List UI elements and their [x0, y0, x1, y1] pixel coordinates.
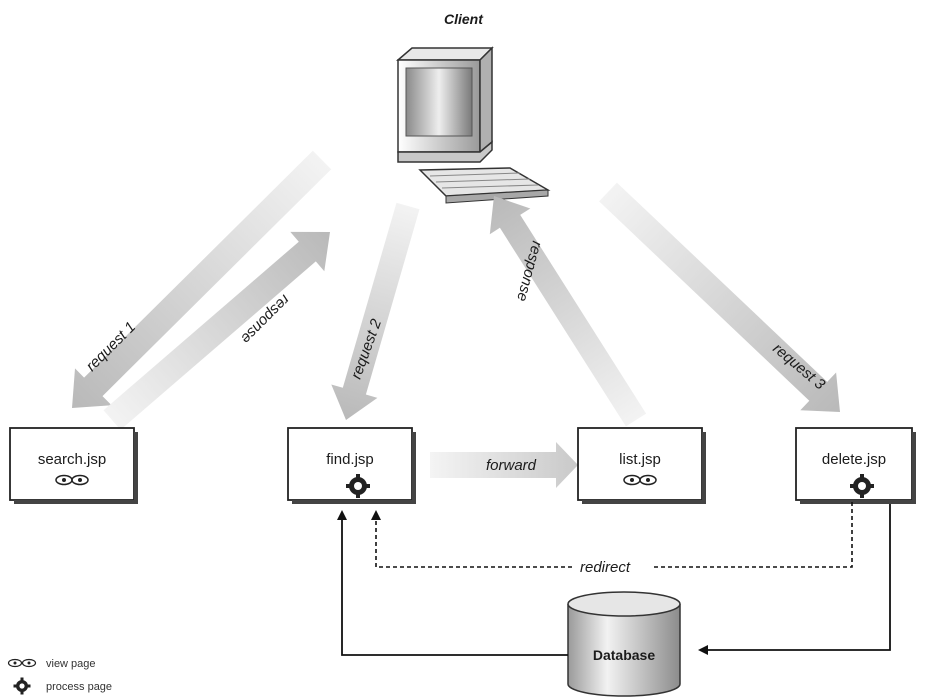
node-search-label: search.jsp	[38, 451, 106, 468]
legend-view-label: view page	[46, 658, 96, 670]
request1-arrow	[72, 150, 332, 409]
forward-arrow: forward	[430, 442, 578, 488]
database-label: Database	[593, 647, 655, 663]
request2-arrow	[331, 202, 420, 420]
eye-icon	[623, 474, 657, 486]
node-find-label: find.jsp	[326, 451, 374, 468]
node-list-label: list.jsp	[619, 451, 661, 468]
eye-icon	[7, 658, 37, 668]
legend: view page process page	[7, 658, 112, 695]
gear-icon	[346, 474, 370, 498]
node-list: list.jsp	[577, 427, 706, 504]
legend-process-label: process page	[46, 681, 112, 693]
database-icon: Database	[567, 591, 681, 697]
response2-arrow	[489, 196, 647, 427]
legend-item-process: process page	[13, 677, 112, 695]
forward-label: forward	[486, 457, 537, 474]
legend-item-view: view page	[7, 658, 96, 670]
request3-arrow	[599, 182, 840, 412]
redirect-label: redirect	[580, 559, 631, 576]
request2-label: request 2	[348, 316, 386, 381]
gear-icon	[850, 474, 874, 498]
response1-arrow	[103, 231, 330, 430]
node-search: search.jsp	[9, 427, 138, 504]
eye-icon	[55, 474, 89, 486]
client-label: Client	[444, 11, 484, 27]
gear-icon	[13, 677, 31, 695]
node-find: find.jsp	[287, 427, 416, 504]
redirect-connector: redirect	[371, 502, 853, 576]
node-delete: delete.jsp	[795, 427, 916, 504]
node-delete-label: delete.jsp	[822, 451, 886, 468]
database-connectors	[337, 504, 891, 656]
client-computer-icon: Client	[395, 11, 551, 204]
flow-arrows	[72, 150, 840, 430]
